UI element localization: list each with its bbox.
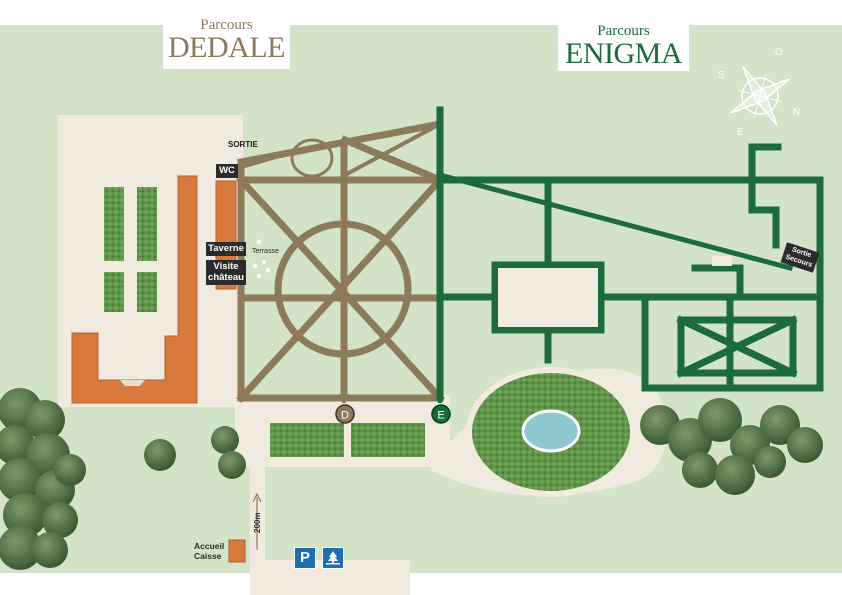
visite-label-1: Visite xyxy=(213,261,239,272)
title-dedale-small: Parcours xyxy=(200,17,253,33)
compass-s: S xyxy=(718,70,725,81)
taverne-tag[interactable]: Taverne xyxy=(206,242,246,256)
terrasse-label: Terrasse xyxy=(252,248,279,255)
lawn xyxy=(137,187,157,261)
trees xyxy=(0,388,823,570)
lawn xyxy=(104,187,124,261)
enigma-small-hut xyxy=(712,256,732,266)
picnic-glyph xyxy=(326,551,340,565)
parking-icon[interactable]: P xyxy=(294,547,316,569)
sortie-label: SORTIE xyxy=(228,140,258,149)
compass-rose-icon xyxy=(730,66,790,126)
compass-n: N xyxy=(793,107,800,118)
marker-e-label: E xyxy=(437,410,444,422)
picnic-icon[interactable] xyxy=(322,547,344,569)
marker-e[interactable] xyxy=(431,404,451,424)
title-enigma-big: ENIGMA xyxy=(565,37,683,70)
title-dedale-big: DEDALE xyxy=(168,31,285,64)
title-dedale: Parcours DEDALE xyxy=(163,16,290,69)
enigma-maze xyxy=(436,106,824,402)
wc-tag[interactable]: WC xyxy=(216,164,238,178)
compass-e: E xyxy=(737,127,744,138)
lawn xyxy=(351,423,425,457)
lawn xyxy=(104,272,124,312)
accueil-caisse-label: Accueil Caisse xyxy=(194,541,224,561)
distance-label: 200m xyxy=(253,513,262,533)
chateau-stairs xyxy=(120,380,145,386)
dedale-maze xyxy=(236,119,445,403)
terrasse-tables xyxy=(252,239,271,279)
lawn xyxy=(270,423,344,457)
visite-chateau-tag[interactable]: Visite château xyxy=(206,260,246,285)
taverne-label: Taverne xyxy=(208,243,244,254)
arrow-up-icon xyxy=(252,492,262,550)
accueil-label: Accueil xyxy=(194,541,225,551)
enigma-center xyxy=(498,268,598,327)
visite-label-2: château xyxy=(208,272,244,283)
compass-o: O xyxy=(775,47,783,58)
parking-label: P xyxy=(299,549,310,566)
title-enigma-small: Parcours xyxy=(597,23,650,39)
accueil-building xyxy=(228,539,246,563)
title-enigma: Parcours ENIGMA xyxy=(558,23,689,71)
caisse-label: Caisse xyxy=(194,551,222,561)
marker-d-label: D xyxy=(341,410,349,422)
lawn xyxy=(137,272,157,312)
fountain-pool xyxy=(521,409,581,453)
marker-d[interactable] xyxy=(335,404,355,424)
wc-label: WC xyxy=(219,165,235,176)
